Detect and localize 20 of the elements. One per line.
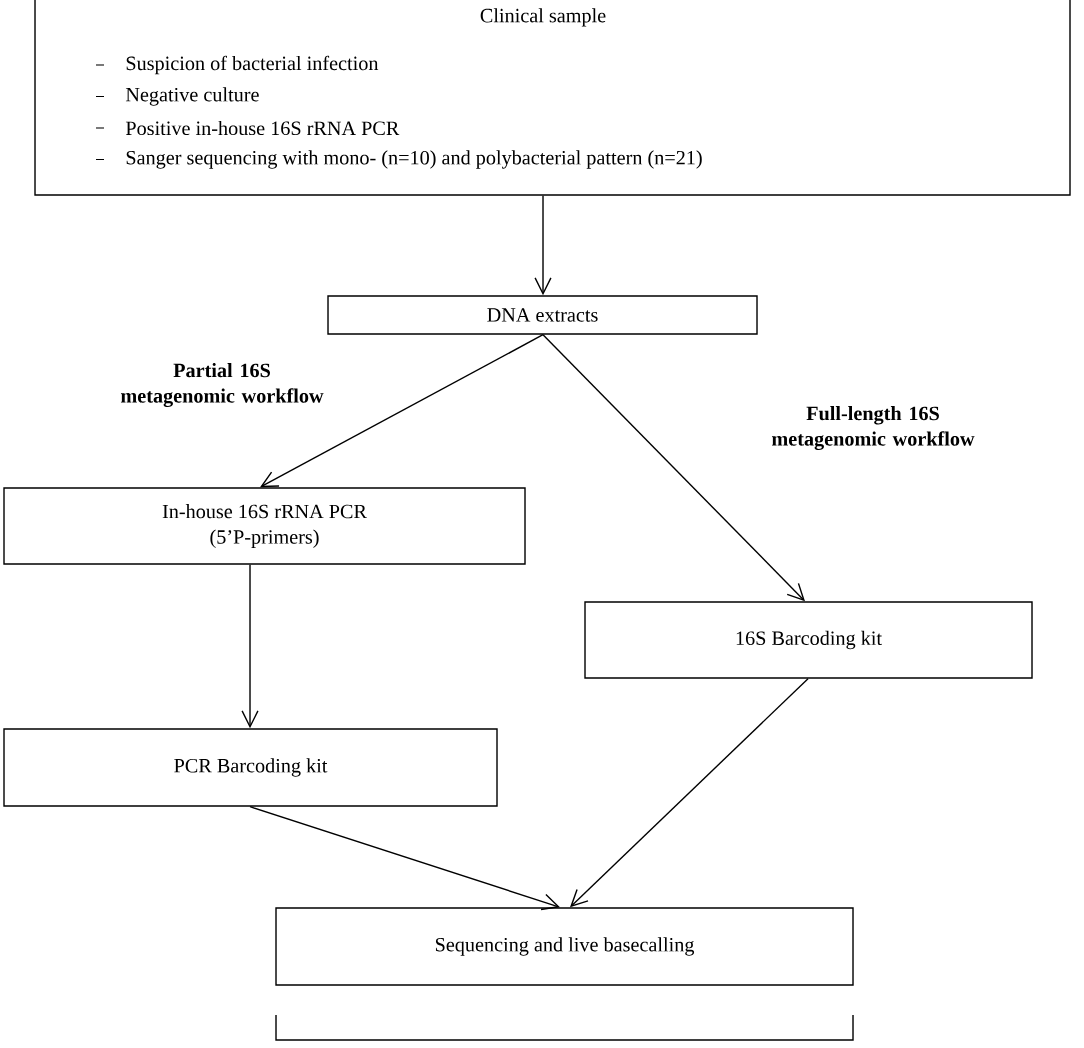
- process-box: DNA extracts: [327, 295, 758, 335]
- sample-box: [34, 0, 1071, 196]
- bullet-text: Sanger sequencing with mono- (n=10) and polybacterial pattern (n=21): [126, 150, 702, 169]
- arrow: [249, 806, 560, 911]
- bullet-text: Suspicion of bacterial infection: [126, 55, 379, 75]
- heading-text: Clinical sample: [480, 8, 606, 27]
- workflow-label: Partial 16S metagenomic workflow: [121, 363, 324, 407]
- bullet-text: Positive in-house 16S rRNA PCR: [125, 120, 400, 136]
- arrow: [260, 334, 544, 488]
- workflow-label: Full-length 16S metagenomic workflow: [772, 406, 975, 450]
- arrow: [241, 564, 259, 729]
- bullet-text: Negative culture: [125, 87, 259, 106]
- arrow: [542, 334, 805, 602]
- partial-box: [275, 1014, 854, 1041]
- arrow: [534, 195, 552, 296]
- process-box: 16S Barcoding kit: [584, 601, 1033, 679]
- process-box: Sequencing and live basecalling: [275, 907, 854, 986]
- process-box: In-house 16S rRNA PCR (5’P-primers): [3, 487, 526, 565]
- process-box: PCR Barcoding kit: [3, 728, 498, 807]
- arrow: [570, 678, 809, 908]
